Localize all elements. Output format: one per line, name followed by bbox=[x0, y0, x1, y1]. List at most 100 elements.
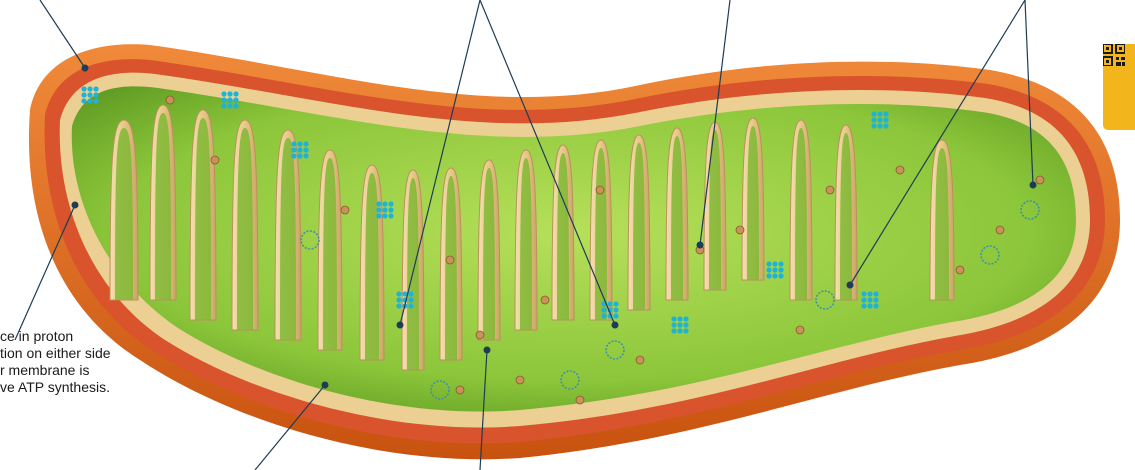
ribosome bbox=[996, 226, 1004, 234]
atp-synthase-particle bbox=[376, 213, 381, 218]
atp-synthase-particle bbox=[291, 147, 296, 152]
atp-synthase-particle bbox=[867, 297, 872, 302]
caption-line-1: ce in proton bbox=[0, 328, 180, 345]
crista-interior bbox=[195, 118, 211, 320]
atp-synthase-particle bbox=[613, 307, 618, 312]
ribosome bbox=[576, 396, 584, 404]
atp-synthase-particle bbox=[883, 111, 888, 116]
atp-synthase-particle bbox=[221, 97, 226, 102]
atp-synthase-particle bbox=[376, 201, 381, 206]
atp-synthase-particle bbox=[766, 261, 771, 266]
atp-synthase-particle bbox=[408, 291, 413, 296]
ribosome bbox=[736, 226, 744, 234]
atp-synthase-particle bbox=[81, 98, 86, 103]
atp-synthase-particle bbox=[87, 86, 92, 91]
leader-dot bbox=[612, 322, 619, 329]
atp-synthase-particle bbox=[303, 153, 308, 158]
ribosome bbox=[636, 356, 644, 364]
atp-synthase-particle bbox=[291, 153, 296, 158]
atp-synthase-particle bbox=[291, 141, 296, 146]
atp-synthase-particle bbox=[396, 297, 401, 302]
atp-synthase-particle bbox=[601, 313, 606, 318]
leader-dot bbox=[484, 347, 491, 354]
atp-synthase-particle bbox=[778, 267, 783, 272]
atp-synthase-particle bbox=[677, 322, 682, 327]
caption-line-2: tion on either side bbox=[0, 345, 180, 362]
atp-synthase-particle bbox=[683, 316, 688, 321]
crista-interior bbox=[365, 173, 379, 360]
atp-synthase-particle bbox=[93, 86, 98, 91]
atp-synthase-particle bbox=[867, 303, 872, 308]
ribosome bbox=[516, 376, 524, 384]
crista-interior bbox=[671, 136, 683, 300]
atp-synthase-particle bbox=[877, 111, 882, 116]
caption-line-4: ve ATP synthesis. bbox=[0, 379, 180, 396]
crista-interior bbox=[795, 128, 807, 300]
crista-interior bbox=[483, 168, 495, 340]
atp-synthase-particle bbox=[93, 98, 98, 103]
ribosome bbox=[456, 386, 464, 394]
atp-synthase-particle bbox=[607, 301, 612, 306]
crista-interior bbox=[445, 176, 457, 360]
atp-synthase-particle bbox=[671, 322, 676, 327]
atp-synthase-particle bbox=[396, 303, 401, 308]
leader-line bbox=[40, 0, 85, 68]
ribosome bbox=[1036, 176, 1044, 184]
atp-synthase-particle bbox=[376, 207, 381, 212]
atp-synthase-particle bbox=[81, 86, 86, 91]
atp-synthase-particle bbox=[382, 207, 387, 212]
atp-synthase-particle bbox=[221, 91, 226, 96]
atp-synthase-particle bbox=[877, 123, 882, 128]
leader-dot bbox=[847, 282, 854, 289]
atp-synthase-particle bbox=[233, 103, 238, 108]
atp-synthase-particle bbox=[871, 123, 876, 128]
qr-badge[interactable] bbox=[1103, 44, 1135, 130]
atp-synthase-particle bbox=[233, 91, 238, 96]
atp-synthase-particle bbox=[233, 97, 238, 102]
atp-synthase-particle bbox=[671, 316, 676, 321]
atp-synthase-particle bbox=[297, 147, 302, 152]
atp-synthase-particle bbox=[408, 303, 413, 308]
atp-synthase-particle bbox=[388, 207, 393, 212]
atp-synthase-particle bbox=[772, 261, 777, 266]
ribosome bbox=[341, 206, 349, 214]
atp-synthase-particle bbox=[87, 98, 92, 103]
atp-synthase-particle bbox=[867, 291, 872, 296]
crista-interior bbox=[520, 158, 532, 330]
crista-interior bbox=[557, 153, 569, 320]
atp-synthase-particle bbox=[613, 301, 618, 306]
crista-interior bbox=[935, 148, 949, 300]
atp-synthase-particle bbox=[87, 92, 92, 97]
leader-dot bbox=[322, 382, 329, 389]
ribosome bbox=[476, 331, 484, 339]
atp-synthase-particle bbox=[772, 267, 777, 272]
ribosome bbox=[596, 186, 604, 194]
ribosome bbox=[826, 186, 834, 194]
crista-interior bbox=[747, 126, 759, 280]
atp-synthase-particle bbox=[683, 322, 688, 327]
atp-synthase-particle bbox=[388, 213, 393, 218]
leader-dot bbox=[697, 242, 704, 249]
ribosome bbox=[956, 266, 964, 274]
leader-dot bbox=[72, 202, 79, 209]
crista-interior bbox=[840, 133, 852, 300]
atp-synthase-particle bbox=[883, 123, 888, 128]
crista-interior bbox=[633, 143, 645, 310]
qr-code-icon bbox=[1103, 44, 1125, 66]
atp-synthase-particle bbox=[861, 291, 866, 296]
atp-synthase-particle bbox=[683, 328, 688, 333]
atp-synthase-particle bbox=[883, 117, 888, 122]
atp-synthase-particle bbox=[766, 267, 771, 272]
atp-synthase-particle bbox=[396, 291, 401, 296]
leader-dot bbox=[397, 322, 404, 329]
atp-synthase-particle bbox=[871, 111, 876, 116]
atp-synthase-particle bbox=[778, 273, 783, 278]
atp-synthase-particle bbox=[772, 273, 777, 278]
atp-synthase-particle bbox=[303, 141, 308, 146]
atp-synthase-particle bbox=[677, 316, 682, 321]
atp-synthase-particle bbox=[873, 303, 878, 308]
atp-synthase-particle bbox=[303, 147, 308, 152]
atp-synthase-particle bbox=[227, 97, 232, 102]
